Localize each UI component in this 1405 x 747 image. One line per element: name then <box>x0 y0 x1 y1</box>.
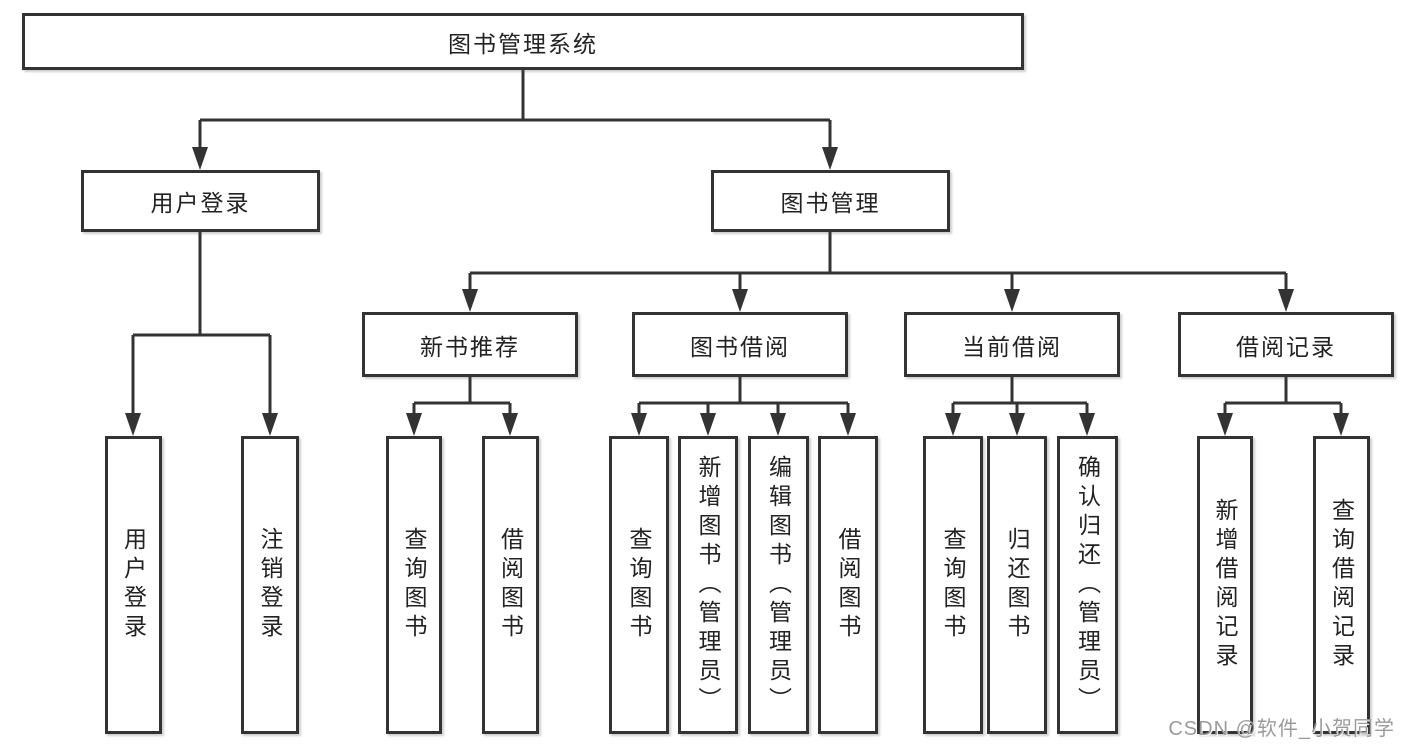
arrowhead <box>732 289 748 312</box>
arrowhead <box>125 413 141 436</box>
connector-root-to-level2 <box>198 70 832 150</box>
connector-new-book-children <box>412 377 512 415</box>
arrowhead <box>462 289 478 312</box>
arrowhead <box>700 413 716 436</box>
node-borrowing-records: 借阅记录 <box>1178 312 1394 377</box>
arrowhead <box>502 413 518 436</box>
watermark-text: CSDN @软件_小贺同学 <box>1168 718 1395 740</box>
arrowhead <box>1009 413 1025 436</box>
arrowhead <box>1079 413 1095 436</box>
arrowhead <box>262 413 278 436</box>
connector-book-management-children <box>468 232 1288 291</box>
connector-user-login-children <box>131 232 272 415</box>
arrowhead <box>1333 413 1349 436</box>
node-user-login: 用户登录 <box>81 170 320 232</box>
leaf-confirm-return-admin: 确认归还（管理员） <box>1057 436 1118 734</box>
arrowhead <box>1004 289 1020 312</box>
arrowhead <box>840 413 856 436</box>
arrowhead <box>1217 413 1233 436</box>
leaf-return-book: 归还图书 <box>987 436 1047 734</box>
arrowhead <box>945 413 961 436</box>
leaf-add-book-admin: 新增图书（管理员） <box>678 436 738 734</box>
connector-book-borrowing-children <box>637 377 850 415</box>
arrowhead <box>822 147 838 170</box>
arrowhead <box>631 413 647 436</box>
leaf-search-borrow-record: 查询借阅记录 <box>1313 436 1370 734</box>
leaf-user-login: 用户登录 <box>105 436 162 734</box>
arrowhead <box>1278 289 1294 312</box>
leaf-edit-book-admin: 编辑图书（管理员） <box>748 436 809 734</box>
node-book-borrowing: 图书借阅 <box>632 312 848 377</box>
leaf-borrow-books: 借阅图书 <box>818 436 878 734</box>
arrowhead <box>770 413 786 436</box>
arrowhead <box>192 147 208 170</box>
node-current-borrowing: 当前借阅 <box>904 312 1120 377</box>
node-new-book-recommend: 新书推荐 <box>362 312 578 377</box>
leaf-search-books-current: 查询图书 <box>923 436 983 734</box>
leaf-logout: 注销登录 <box>241 436 299 734</box>
leaf-borrow-books-recommend: 借阅图书 <box>482 436 539 734</box>
leaf-search-books-borrowing: 查询图书 <box>609 436 669 734</box>
leaf-search-books-recommend: 查询图书 <box>386 436 442 734</box>
arrowhead <box>406 413 422 436</box>
leaf-add-borrow-record: 新增借阅记录 <box>1197 436 1253 734</box>
node-book-management: 图书管理 <box>711 170 950 232</box>
connector-borrowing-records-children <box>1223 377 1343 415</box>
connector-current-borrowing-children <box>951 377 1089 415</box>
node-library-system: 图书管理系统 <box>22 13 1024 70</box>
